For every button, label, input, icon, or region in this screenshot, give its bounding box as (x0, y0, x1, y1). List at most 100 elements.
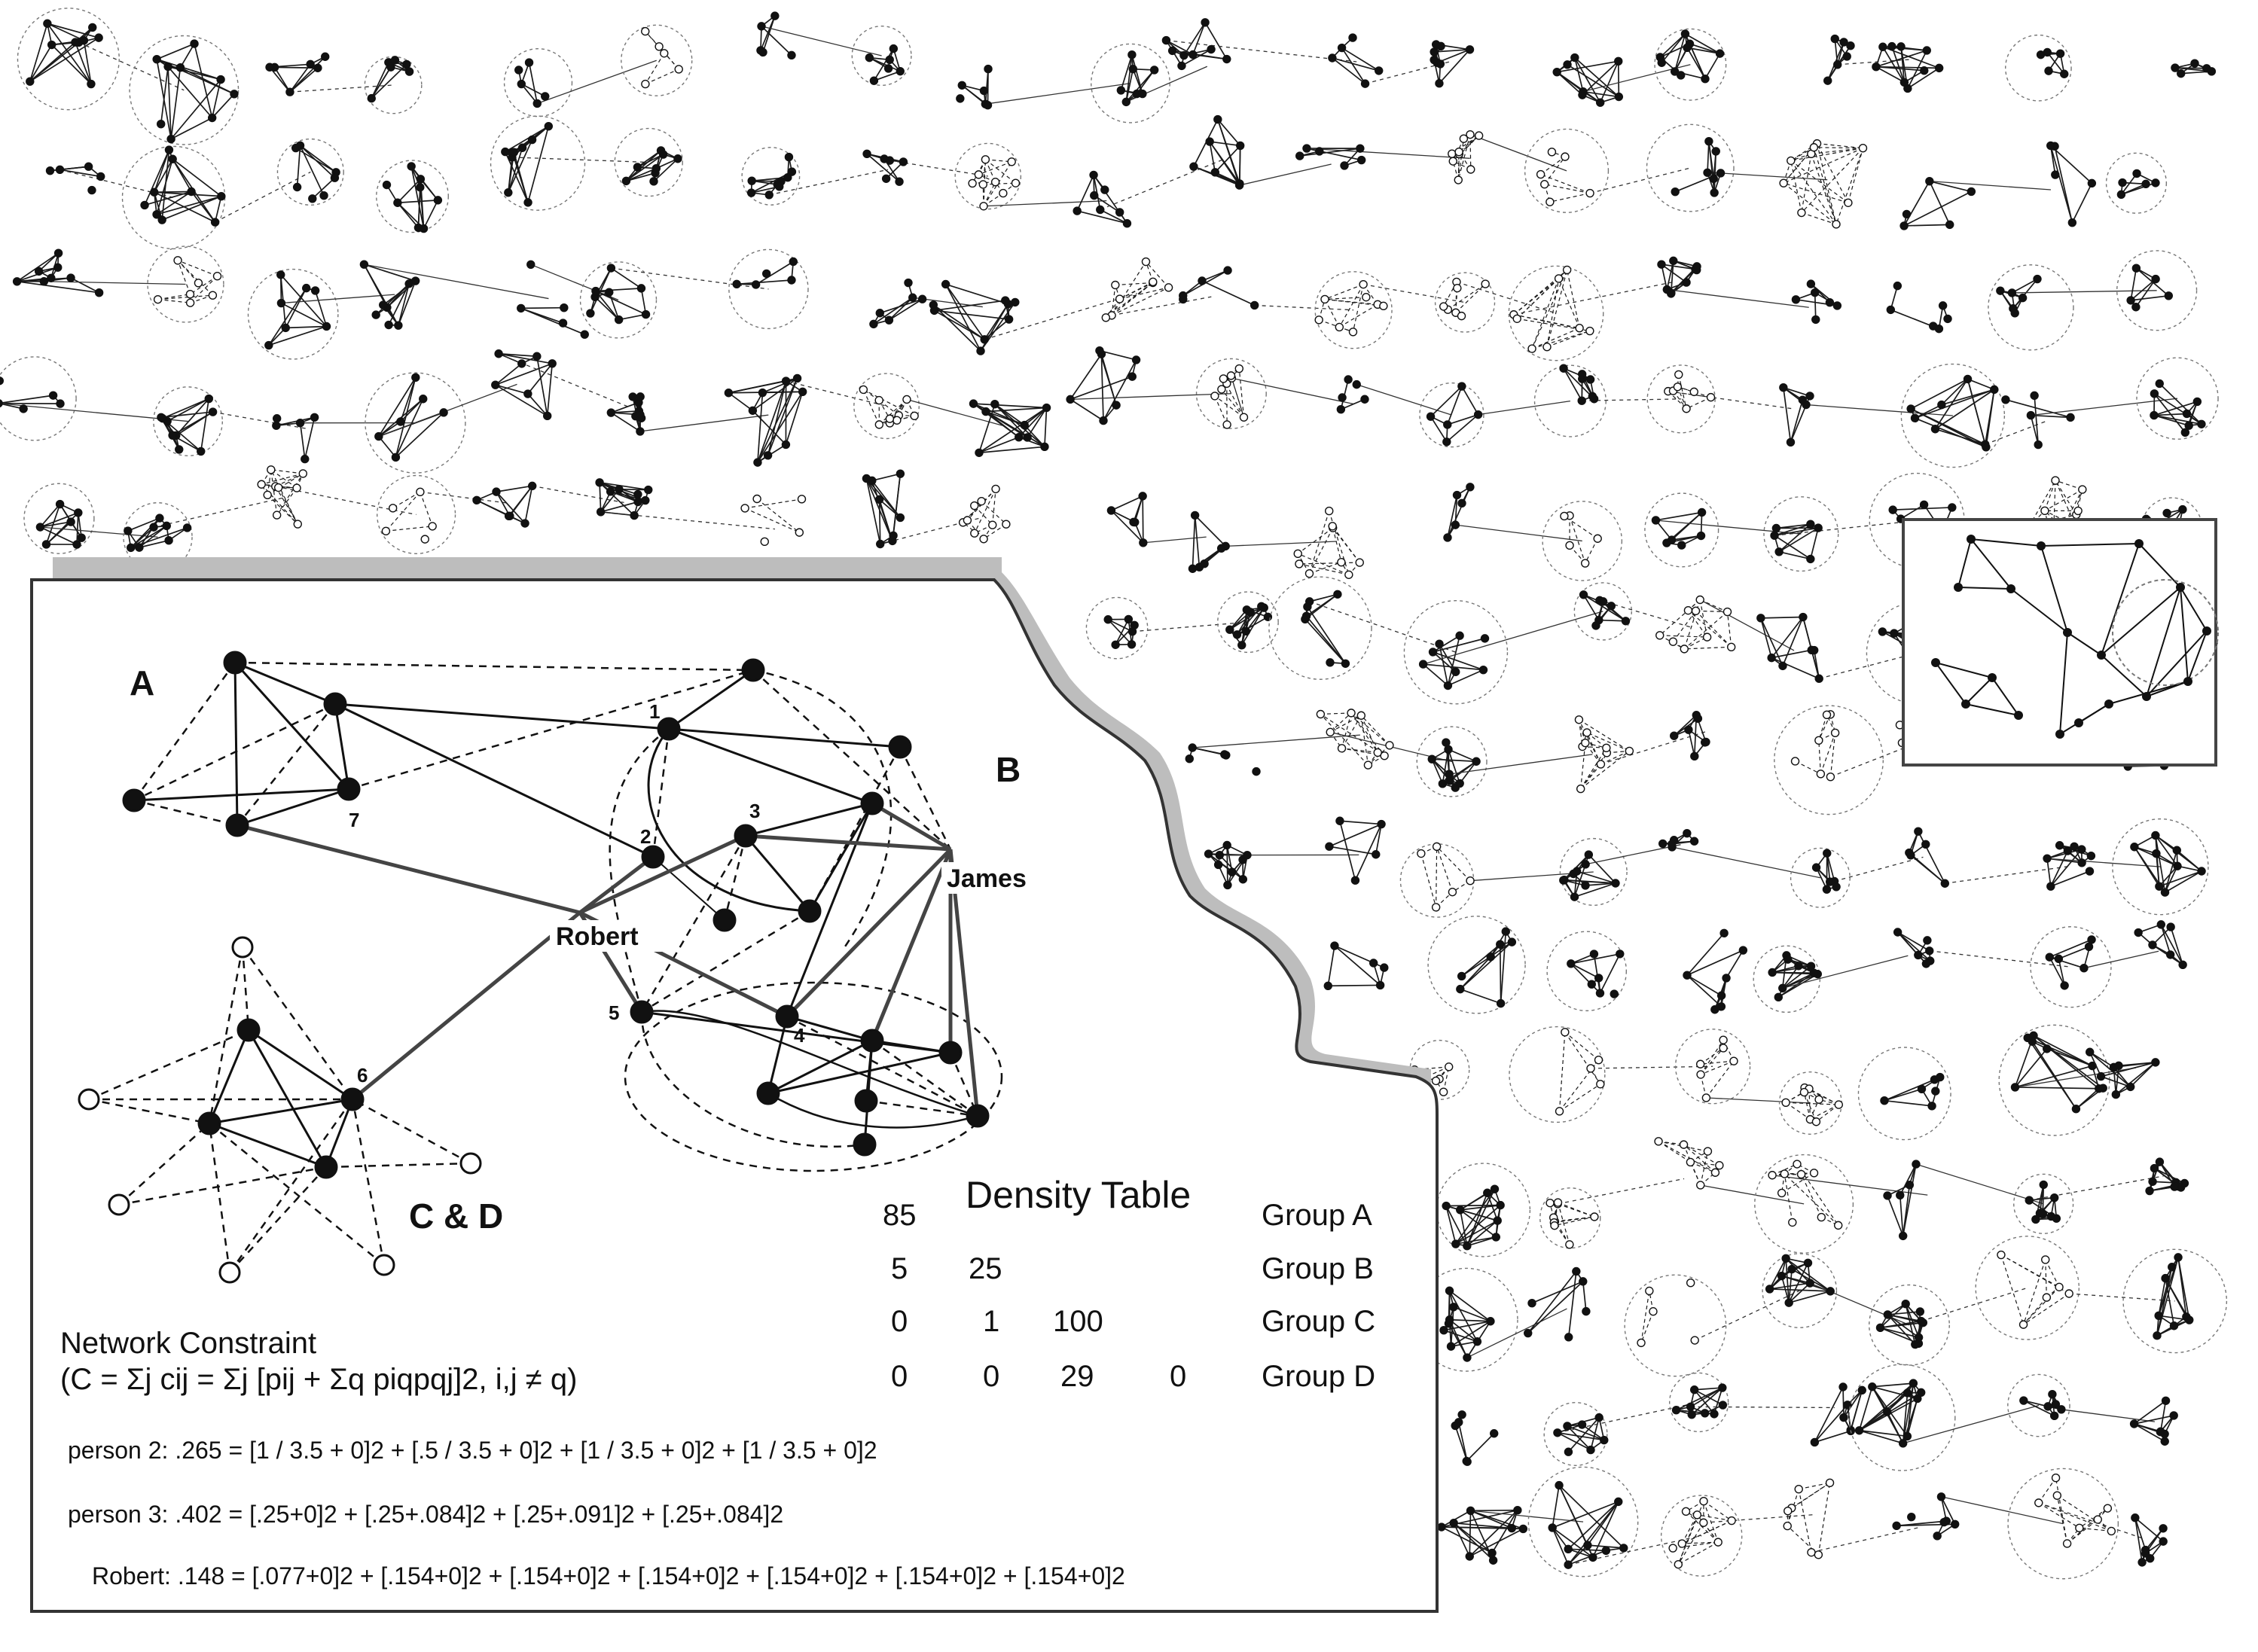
tie-line (1125, 54, 1133, 102)
tie-line (1458, 135, 1480, 154)
tie-line (191, 190, 216, 223)
node (1115, 208, 1124, 217)
bridge-line (511, 157, 649, 163)
node (1595, 98, 1605, 107)
tie-line (299, 145, 325, 197)
tie-line (1540, 174, 1591, 194)
node (1213, 114, 1222, 124)
tie-line (645, 53, 665, 84)
node (404, 67, 414, 76)
node (1839, 38, 1848, 47)
node (787, 167, 797, 176)
node (150, 187, 159, 197)
node (87, 185, 96, 195)
tie-line (1131, 54, 1143, 94)
tie-line (528, 62, 539, 104)
node (517, 79, 526, 89)
node (1189, 50, 1198, 59)
node (390, 56, 400, 65)
tie-line (1907, 67, 1940, 90)
tie-line (29, 37, 99, 82)
node (1570, 53, 1579, 62)
node (1465, 45, 1475, 54)
cluster-boundary (954, 142, 1022, 210)
tie-line (1556, 72, 1583, 96)
tie-line (371, 62, 389, 99)
tie-line (1204, 22, 1228, 59)
node (1896, 42, 1906, 51)
bridge-line (537, 59, 657, 105)
node (979, 202, 988, 211)
tie-line (1457, 154, 1460, 181)
cluster-boundary (741, 147, 801, 206)
cluster-boundary (129, 35, 240, 145)
node (1670, 67, 1680, 76)
node (1454, 175, 1463, 184)
node (869, 76, 879, 85)
node (94, 33, 103, 42)
cluster-boundary (621, 24, 693, 96)
node (265, 62, 274, 72)
node (957, 81, 966, 90)
node (1466, 165, 1475, 174)
tie-line (645, 31, 679, 70)
tie-line (161, 195, 222, 221)
node (1614, 56, 1623, 66)
constraint-row-value: .402 (175, 1501, 222, 1528)
node (1011, 178, 1021, 187)
node-number-6: 6 (357, 1064, 368, 1087)
node (712, 908, 737, 932)
tie-line (170, 117, 213, 140)
node-hollow (78, 1088, 100, 1111)
node (860, 1029, 884, 1053)
bridge-line (985, 82, 1131, 105)
tie-line (1574, 57, 1601, 103)
node (787, 50, 796, 60)
density-cell: 25 (969, 1252, 1002, 1285)
tie-line (760, 15, 776, 51)
node (747, 176, 756, 185)
tie-line (1540, 156, 1566, 175)
tie-line (868, 56, 901, 72)
node (84, 162, 93, 171)
tie-line (752, 180, 778, 185)
tie-line (1582, 60, 1619, 96)
node (1121, 97, 1131, 107)
node (514, 66, 523, 75)
tie-line (520, 83, 546, 97)
tie-line (1210, 141, 1240, 147)
node (1833, 60, 1842, 69)
tie-line (156, 158, 173, 215)
zoom-box (1902, 518, 2217, 767)
node (853, 1132, 877, 1157)
node (630, 1000, 654, 1024)
tie-line (156, 195, 222, 215)
tie-line (527, 126, 550, 203)
node (225, 813, 249, 837)
tie-line (508, 147, 523, 193)
node (770, 11, 780, 20)
tie-line (1100, 209, 1127, 224)
node (862, 149, 871, 159)
node (45, 166, 55, 175)
constraint-row-name: person 3: (68, 1501, 169, 1528)
node (1552, 67, 1561, 77)
tie-line (1192, 22, 1206, 55)
tie-line (172, 158, 192, 192)
constraint-row: person 3: .402 = [.25+0]2 + [.25+.084]2 … (68, 1501, 783, 1529)
node (79, 36, 89, 45)
network-constraint-formula: (C = Σj cij = Σj [pij + Σq piqpqj]2, i,j… (60, 1363, 578, 1396)
node (1205, 137, 1214, 146)
node (1100, 185, 1109, 194)
cluster-boundary (851, 26, 912, 87)
node (1128, 64, 1138, 74)
tie-line (1567, 64, 1619, 98)
node (1189, 162, 1198, 171)
node-hollow (218, 1261, 241, 1284)
tie-line (1076, 210, 1127, 224)
tie-line (1556, 71, 1601, 103)
james-label: James (947, 864, 1027, 893)
tie-line (1094, 194, 1121, 213)
node (784, 152, 794, 162)
tie-line (75, 41, 92, 84)
